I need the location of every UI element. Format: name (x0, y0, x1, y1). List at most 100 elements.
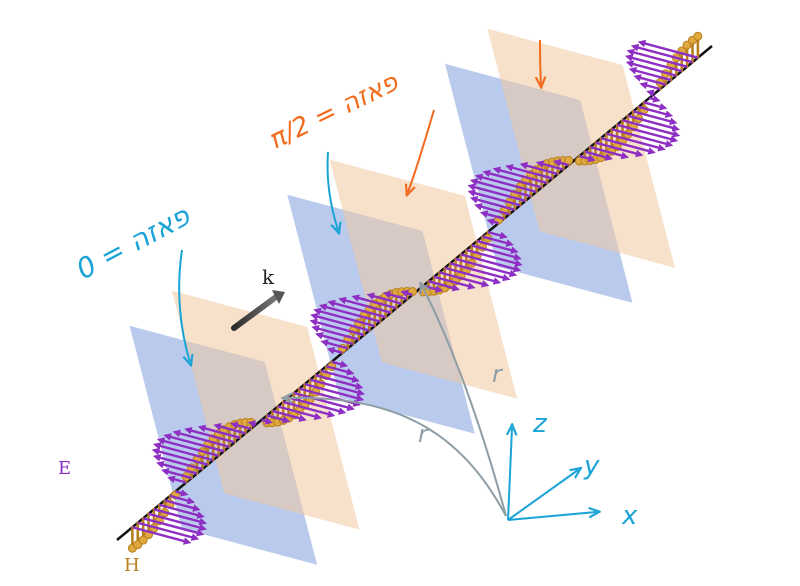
phase-plane (487, 28, 675, 268)
phase-half-pi-arrow-right (540, 39, 541, 84)
e-arrow (505, 164, 553, 180)
phase-zero-arrow-right (326, 151, 338, 230)
e-arrow (331, 360, 349, 368)
e-arrow (161, 468, 192, 480)
e-arrow (338, 296, 392, 314)
position-vectors: r r (286, 286, 507, 517)
e-arrow (163, 433, 225, 453)
label-k: k (262, 265, 275, 289)
e-arrow (148, 512, 207, 532)
e-arrow (313, 307, 376, 328)
e-arrow (319, 303, 381, 323)
e-arrow (156, 460, 198, 475)
e-arrow (156, 437, 219, 457)
e-arrow (261, 417, 273, 425)
e-arrow (288, 396, 347, 415)
e-arrow (142, 517, 205, 537)
e-arrow (167, 475, 187, 484)
e-arrow (444, 266, 502, 285)
e-arrow (169, 494, 196, 505)
axis-y-line (507, 470, 578, 521)
e-arrow (230, 421, 252, 431)
e-arrow (325, 365, 355, 376)
e-arrow (172, 429, 230, 448)
phase-zero-arrow-left (178, 249, 190, 362)
e-arrow (310, 312, 370, 332)
e-arrow (428, 280, 460, 292)
e-arrow (304, 382, 365, 402)
e-arrow (606, 132, 666, 152)
h-arrow-head (246, 417, 256, 427)
e-arrow (482, 169, 543, 189)
e-arrow (164, 499, 201, 512)
e-arrow (519, 162, 559, 176)
e-arrow (630, 43, 693, 64)
h-arrow-head (693, 31, 703, 41)
e-arrow (382, 290, 408, 301)
e-arrow (175, 489, 189, 497)
e-arrow (579, 154, 596, 163)
e-arrow (197, 424, 241, 439)
e-arrow (595, 141, 644, 158)
e-arrow (153, 442, 214, 462)
axis-x-line (507, 512, 596, 521)
e-arrow (455, 257, 518, 278)
e-arrow (474, 203, 510, 216)
phase-zero-note: פאזה = 0 (71, 198, 197, 286)
e-arrow (320, 369, 360, 383)
e-arrow (589, 145, 630, 160)
label-e: E (58, 458, 71, 479)
e-arrow (492, 166, 548, 185)
e-arrow (351, 294, 397, 310)
e-arrow (639, 81, 661, 91)
position-vector-r2 (422, 286, 507, 517)
e-arrow (600, 137, 656, 155)
e-arrow (633, 74, 666, 86)
e-arrow (467, 183, 526, 202)
e-arrow (272, 409, 307, 422)
label-axis-z: z (532, 409, 548, 439)
e-arrow (627, 114, 680, 132)
e-arrow (469, 178, 532, 198)
label-axis-x: x (621, 501, 638, 531)
e-arrow (469, 196, 516, 211)
e-arrow (637, 39, 699, 59)
e-arrow (535, 160, 564, 171)
e-arrow (213, 422, 246, 435)
e-arrow (132, 526, 192, 545)
e-arrow (646, 89, 656, 97)
e-arrow (293, 391, 355, 412)
e-arrow (311, 325, 359, 341)
e-arrow (584, 150, 614, 161)
e-arrow (137, 521, 200, 541)
e-arrow (487, 230, 508, 240)
phase-plane (171, 290, 360, 530)
label-r1: r (418, 420, 430, 448)
e-arrow (616, 123, 679, 143)
e-arrow (366, 292, 402, 305)
e-arrow (611, 128, 674, 148)
e-arrow (625, 60, 677, 77)
e-arrow (152, 454, 203, 471)
e-arrow (266, 414, 291, 424)
position-vector-r1 (286, 398, 507, 517)
h-arrow-head (138, 535, 148, 545)
e-arrow (643, 101, 668, 111)
e-arrow (476, 239, 519, 254)
e-arrow (433, 275, 476, 290)
e-arrow (151, 447, 209, 466)
e-arrow (184, 426, 236, 444)
e-arrow (460, 253, 522, 273)
coordinate-axes: z y x (508, 409, 638, 531)
e-arrow (439, 271, 490, 288)
e-arrow (247, 420, 257, 428)
e-arrow (628, 67, 672, 82)
e-arrow (326, 346, 343, 355)
e-arrow (467, 189, 521, 207)
e-arrow (153, 508, 208, 526)
e-arrow (309, 378, 365, 397)
e-arrow (482, 235, 514, 247)
e-arrow (315, 331, 354, 346)
e-arrow (626, 48, 688, 68)
